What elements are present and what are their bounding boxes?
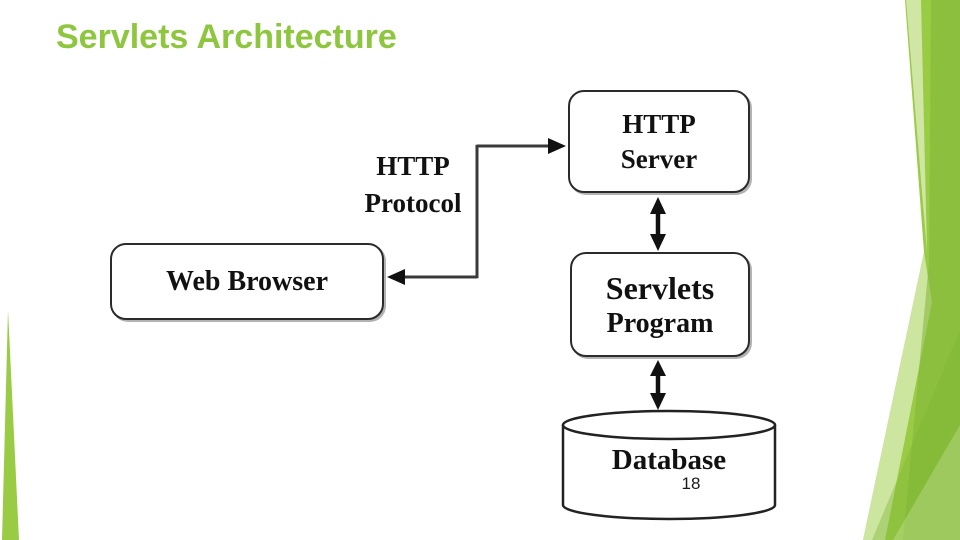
right-blade-shape [863,0,960,540]
arrowhead-to-http-server [548,138,566,154]
corner-facet-light-shape [893,425,960,540]
slide-page-number: 18 [681,474,701,493]
web-browser-box: Web Browser [110,243,384,320]
server-servlets-double-arrow [650,197,666,251]
servlets-program-label-line1: Servlets [605,269,715,306]
bottom-left-wedge-shape [2,310,19,540]
right-blade-light-top-shape [906,0,927,252]
arrowhead-up-to-server [650,197,666,214]
servlets-database-double-arrow [650,360,666,410]
http-server-label: HTTP Server [620,108,698,174]
arrowhead-to-web-browser [387,269,405,285]
right-blade-light-edge-shape [863,252,932,540]
http-server-box: HTTP Server [568,90,750,193]
arrowhead-down-to-servlets [650,234,666,251]
http-protocol-label: HTTP Protocol [364,151,462,218]
database-label: Database [611,444,727,476]
web-browser-label: Web Browser [165,265,329,297]
slide-title: Servlets Architecture [56,18,397,56]
corner-facet-triangle-shape [872,330,960,540]
arrowhead-up-to-servlets [650,360,666,376]
servlets-program-box: Servlets Program [570,252,750,357]
arrowhead-down-to-database [650,393,666,410]
servlets-program-label-line2: Program [606,307,714,339]
right-blade-dark-shape [903,0,960,540]
